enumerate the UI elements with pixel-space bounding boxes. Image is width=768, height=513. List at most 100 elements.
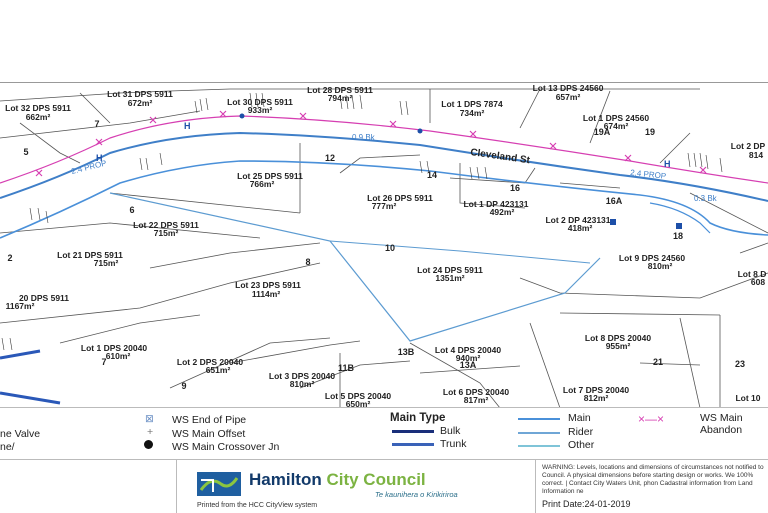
legend-line-label: ne/ <box>0 441 15 453</box>
rider-line-swatch <box>518 432 560 434</box>
lot-6-20040-name: Lot 6 DPS 20040 <box>443 387 509 397</box>
lot-1-24560-area: 674m² <box>604 121 629 131</box>
council-name: Hamilton City Council <box>249 470 426 489</box>
dense-pipe-labels <box>1 92 723 351</box>
legend-main: Main <box>568 412 591 424</box>
bulk-line-swatch <box>392 430 434 433</box>
svg-text:9: 9 <box>181 381 186 391</box>
lot-2-423131-area: 418m² <box>568 223 593 233</box>
lot-1-7874-name: Lot 1 DPS 7874 <box>441 99 503 109</box>
legend-abandoned-1: WS Main <box>700 412 743 424</box>
footer-left-panel <box>0 460 177 513</box>
lot-2-right-area: 814 <box>749 150 763 160</box>
pipe-label-bk-right: 0.3 Bk <box>694 194 718 203</box>
svg-text:19A: 19A <box>594 127 611 137</box>
lot-26-name: Lot 26 DPS 5911 <box>367 193 433 203</box>
lot-2-right-name: Lot 2 DP <box>731 141 766 151</box>
lot-32-area: 662m² <box>26 112 51 122</box>
lot-23-area: 1114m² <box>252 289 281 299</box>
svg-text:7: 7 <box>101 357 106 367</box>
svg-text:14: 14 <box>427 170 437 180</box>
map-canvas[interactable]: Lot 31 DPS 5911 672m² Lot 32 DPS 5911 66… <box>0 82 768 408</box>
print-date: Print Date:24-01-2019 <box>542 499 631 509</box>
footer: Hamilton City Council Te kaunihera o Kir… <box>0 459 768 513</box>
house-numbers: 7 5 12 14 16 16A 19A 19 6 10 8 2 13B 13A… <box>7 119 745 391</box>
pipe-label-bk-top: 0.9 Bk <box>352 133 376 142</box>
lot-2-423131-name: Lot 2 DP 423131 <box>545 215 610 225</box>
lot-9-name: Lot 9 DPS 24560 <box>619 253 685 263</box>
lot-3-20040-area: 810m² <box>290 379 315 389</box>
crossover-icon <box>144 440 153 449</box>
pipe-label-prop-right: 2.4 PROP <box>630 168 667 181</box>
svg-text:16A: 16A <box>606 196 623 206</box>
lot-2-20040-area: 651m² <box>206 365 231 375</box>
legend-main-offset: WS Main Offset <box>172 428 246 440</box>
lot-1-423131-name: Lot 1 DP 423131 <box>463 199 528 209</box>
lot-25-area: 766m² <box>250 179 275 189</box>
svg-text:12: 12 <box>325 153 335 163</box>
lot-4-20040-area: 940m² <box>456 353 481 363</box>
lot-5-20040-area: 650m² <box>346 399 371 408</box>
hydrant-icon: H H H <box>96 121 671 169</box>
svg-text:6: 6 <box>129 205 134 215</box>
legend-rider: Rider <box>568 426 594 438</box>
lot-30-area: 933m² <box>248 105 273 115</box>
svg-text:11B: 11B <box>338 363 355 373</box>
lot-7-20040-name: Lot 7 DPS 20040 <box>563 385 629 395</box>
main-pipes <box>0 131 768 405</box>
lot-22-area: 715m² <box>154 228 179 238</box>
legend-crossover: WS Main Crossover Jn <box>172 441 280 453</box>
lot-31-area: 672m² <box>128 98 153 108</box>
lot-20-area: 1167m² <box>6 301 35 311</box>
svg-text:2: 2 <box>7 253 12 263</box>
other-line-swatch <box>518 445 560 447</box>
council-subtitle: Te kaunihera o Kirikiriroa <box>375 490 458 499</box>
lot-labels: Lot 31 DPS 5911 672m² Lot 32 DPS 5911 66… <box>5 83 766 408</box>
lot-28-area: 794m² <box>328 93 353 103</box>
svg-text:H: H <box>96 153 103 163</box>
lot-1-7874-area: 734m² <box>460 108 485 118</box>
svg-text:8: 8 <box>305 257 310 267</box>
lot-21-area: 715m² <box>94 258 119 268</box>
svg-text:16: 16 <box>510 183 520 193</box>
lot-10-right-name: Lot 10 <box>735 393 760 403</box>
svg-text:13B: 13B <box>398 347 415 357</box>
svg-text:10: 10 <box>385 243 395 253</box>
lot-23-name: Lot 23 DPS 5911 <box>235 280 301 290</box>
svg-text:21: 21 <box>653 357 663 367</box>
lot-1-423131-area: 492m² <box>490 207 515 217</box>
lot-24-name: Lot 24 DPS 5911 <box>417 265 483 275</box>
printed-from-note: Printed from the HCC CityView system <box>197 502 318 509</box>
legend-end-of-pipe: WS End of Pipe <box>172 414 247 426</box>
main-offset-icon: + <box>147 426 154 438</box>
svg-text:23: 23 <box>735 359 745 369</box>
lot-1-20040-name: Lot 1 DPS 20040 <box>81 343 147 353</box>
lot-24-area: 1351m² <box>435 273 464 283</box>
lot-8-right-name: Lot 8 D <box>738 269 767 279</box>
svg-text:5: 5 <box>23 147 28 157</box>
warning-text: WARNING: Levels, locations and dimension… <box>542 464 764 494</box>
svg-text:19: 19 <box>645 127 655 137</box>
legend-main-type-title: Main Type <box>390 412 446 424</box>
svg-text:18: 18 <box>673 231 683 241</box>
main-line-swatch <box>518 418 560 420</box>
lot-1-24560-name: Lot 1 DPS 24560 <box>583 113 649 123</box>
lot-2-20040-name: Lot 2 DPS 20040 <box>177 357 243 367</box>
map-svg[interactable]: Lot 31 DPS 5911 672m² Lot 32 DPS 5911 66… <box>0 83 768 408</box>
legend-trunk: Trunk <box>440 438 467 450</box>
svg-text:13A: 13A <box>460 360 477 370</box>
lot-26-area: 777m² <box>372 201 397 211</box>
legend-valve-label: ne Valve <box>0 428 41 440</box>
council-logo-icon <box>197 472 241 496</box>
lot-13-name: Lot 13 DPS 24560 <box>533 83 604 93</box>
lot-8-20040-name: Lot 8 DPS 20040 <box>585 333 651 343</box>
lot-28-name: Lot 28 DPS 5911 <box>307 85 373 95</box>
footer-brand-panel: Hamilton City Council Te kaunihera o Kir… <box>177 460 536 513</box>
abandoned-main <box>0 110 768 184</box>
lot-8-20040-area: 955m² <box>606 341 631 351</box>
valve-icon <box>239 113 682 229</box>
lot-13-area: 657m² <box>556 92 581 102</box>
map-legend: ne Valve ne/ ⊠ WS End of Pipe + WS Main … <box>0 407 768 460</box>
street-name-label: Cleveland St <box>470 147 532 166</box>
lot-6-20040-area: 817m² <box>464 395 489 405</box>
